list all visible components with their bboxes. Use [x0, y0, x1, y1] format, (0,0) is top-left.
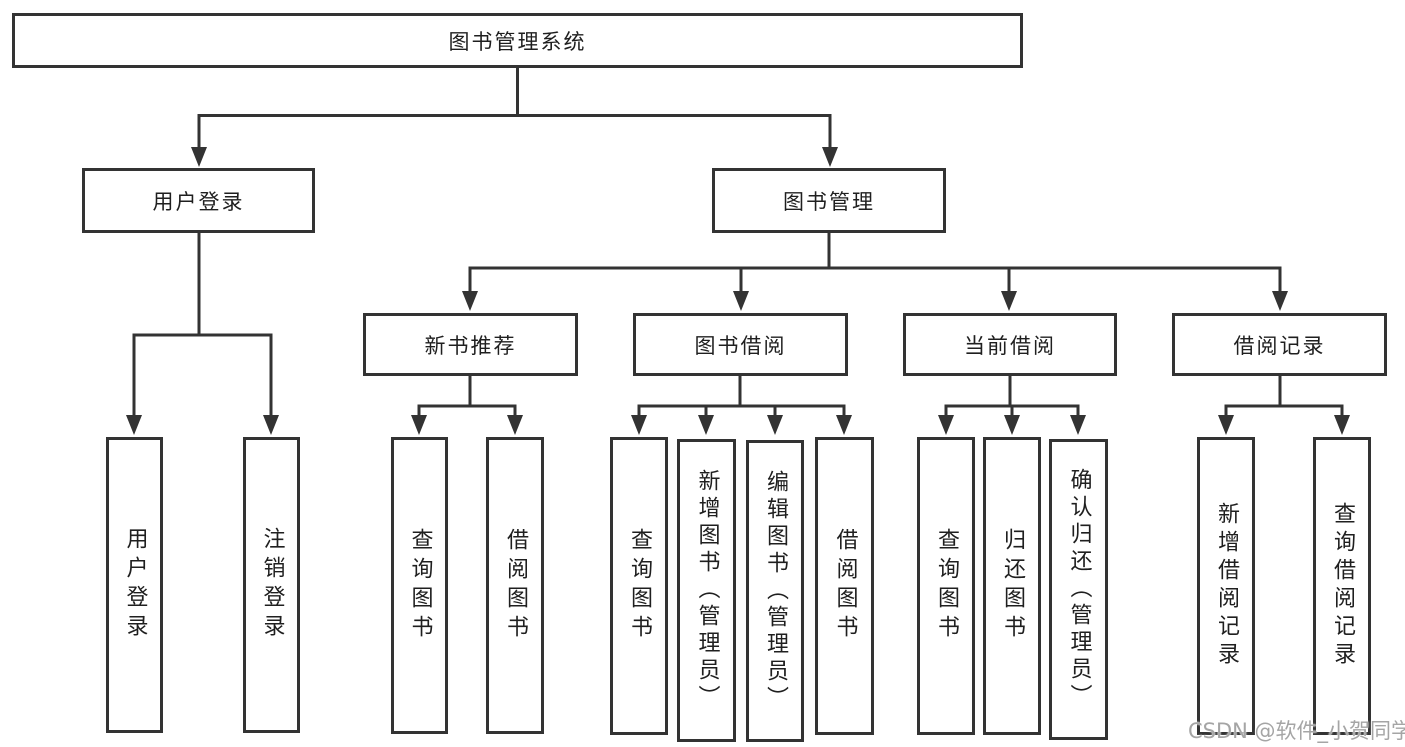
leaf-confirm-return-admin: 确认归还（管理员） [1049, 439, 1108, 740]
node-current-borrow: 当前借阅 [903, 313, 1117, 376]
leaf-query-books-recommend: 查询图书 [391, 437, 448, 734]
node-book-management: 图书管理 [712, 168, 946, 233]
node-borrow-records: 借阅记录 [1172, 313, 1387, 376]
leaf-return-books: 归还图书 [983, 437, 1041, 735]
leaf-query-borrow-record: 查询借阅记录 [1313, 437, 1371, 735]
leaf-query-books-borrow: 查询图书 [610, 437, 668, 735]
node-user-login: 用户登录 [82, 168, 315, 233]
node-book-borrow: 图书借阅 [633, 313, 848, 376]
leaf-query-books-current: 查询图书 [917, 437, 975, 735]
leaf-borrow-books-borrow: 借阅图书 [815, 437, 874, 735]
node-new-book-recommend: 新书推荐 [363, 313, 578, 376]
leaf-user-login: 用户登录 [106, 437, 163, 733]
leaf-borrow-books-recommend: 借阅图书 [486, 437, 544, 734]
watermark: CSDN @软件_小贺同学 [1188, 719, 1405, 743]
leaf-add-book-admin: 新增图书（管理员） [677, 439, 736, 742]
leaf-add-borrow-record: 新增借阅记录 [1197, 437, 1255, 735]
leaf-edit-book-admin: 编辑图书（管理员） [746, 440, 804, 742]
node-book-management-system: 图书管理系统 [12, 13, 1023, 68]
leaf-logout: 注销登录 [243, 437, 300, 733]
arrowheads [126, 147, 1350, 435]
